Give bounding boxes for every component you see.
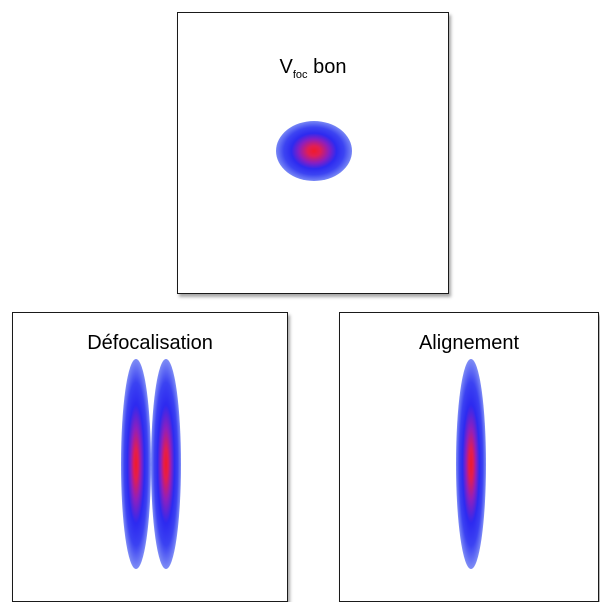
panel-alignment: Alignement <box>339 312 599 602</box>
panel-focus-title: Vfoc bon <box>178 55 448 82</box>
beam-spot-focused <box>276 121 352 181</box>
panel-defocus: Défocalisation <box>12 312 288 602</box>
beam-spot-alignment <box>456 359 486 569</box>
beam-spot-defocus-right <box>151 359 181 569</box>
title-subscript: foc <box>292 69 308 81</box>
title-v: V <box>279 56 293 78</box>
panel-focus-good: Vfoc bon <box>177 12 449 294</box>
panel-alignment-title: Alignement <box>418 332 520 354</box>
beam-spot-defocus-left <box>121 359 151 569</box>
panel-defocus-title: Défocalisation <box>87 332 213 354</box>
title-rest: bon <box>307 56 347 78</box>
